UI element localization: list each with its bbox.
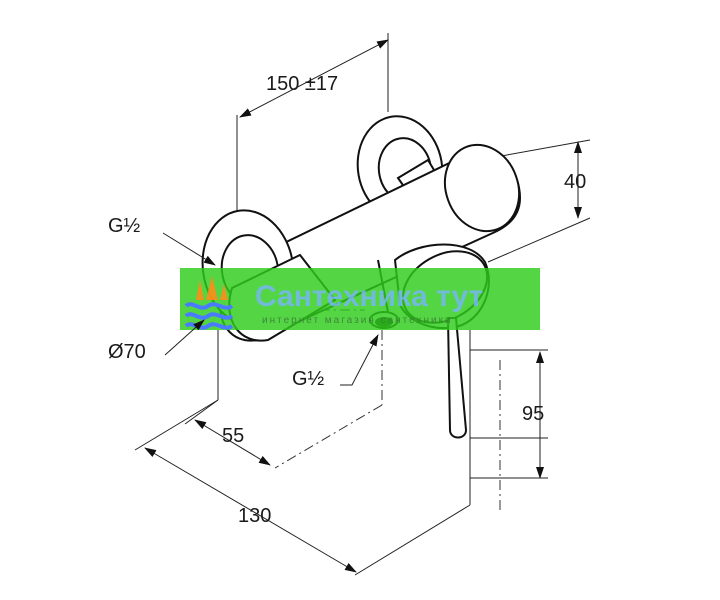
dimension-inlet-thread: G½ (108, 215, 216, 266)
watermark-subtitle: интернет магазин сантехники (262, 315, 453, 326)
dimension-depth-inner: 55 (184, 399, 271, 466)
dimension-width: 150 ±17 (239, 39, 389, 118)
watermark-band: Сантехника тут интернет магазин сантехни… (180, 268, 540, 330)
depth-outer-label: 130 (238, 505, 271, 527)
dimension-width-label: 150 ±17 (266, 73, 338, 95)
depth-inner-label: 55 (222, 425, 244, 447)
dimension-height-right: 40 (564, 141, 586, 219)
watermark-band-fill (180, 268, 540, 330)
dimension-height-right-label: 40 (564, 171, 586, 193)
dimension-depth-outer: 130 (134, 399, 471, 576)
handle-height-label: 95 (522, 403, 544, 425)
rosette-diameter-label: Ø70 (108, 341, 146, 363)
dimension-rosette-diameter: Ø70 (108, 319, 205, 363)
inlet-thread-label: G½ (108, 215, 141, 237)
watermark-title: Сантехника тут (255, 280, 483, 313)
dimension-handle-height: 95 (470, 351, 548, 479)
logo-icon (184, 276, 234, 330)
dimension-outlet-thread: G½ (292, 334, 379, 390)
outlet-thread-label: G½ (292, 368, 325, 390)
